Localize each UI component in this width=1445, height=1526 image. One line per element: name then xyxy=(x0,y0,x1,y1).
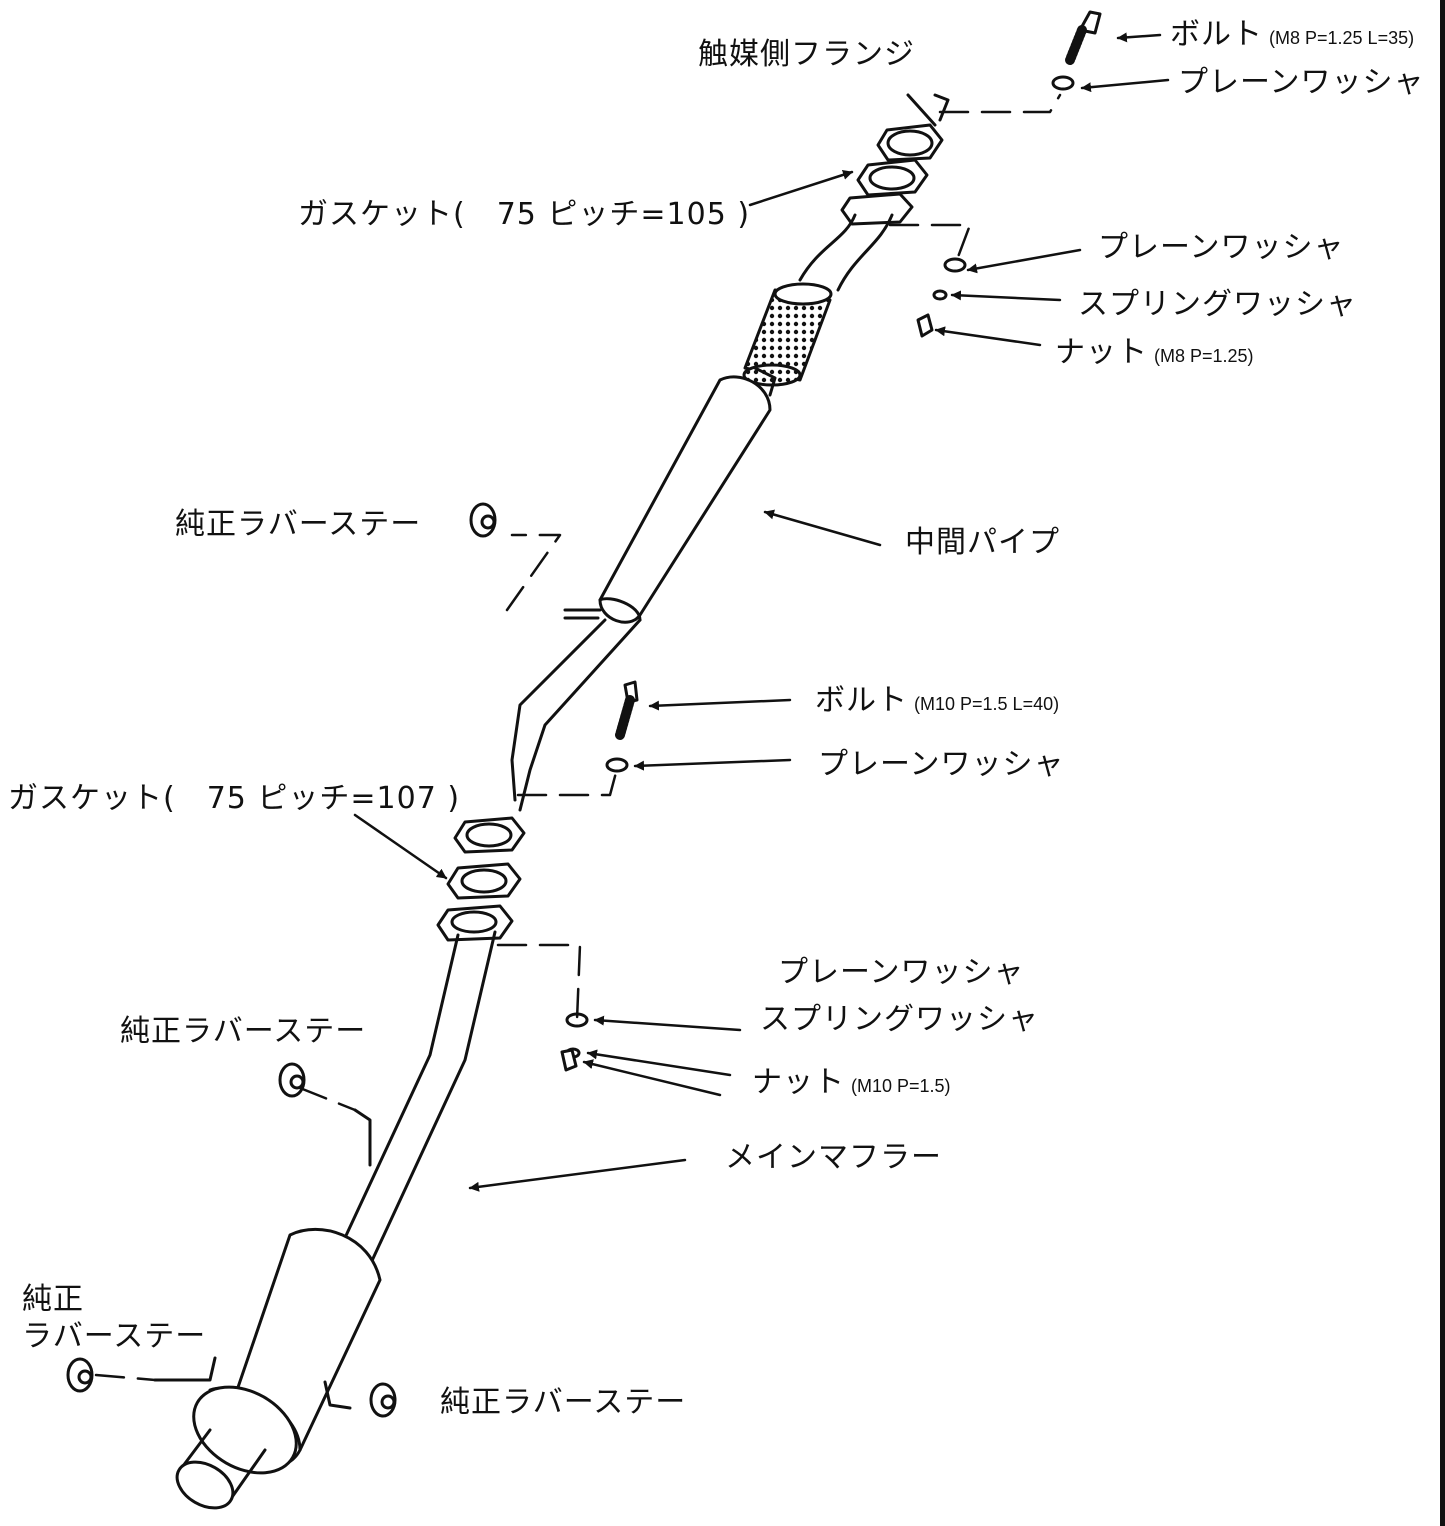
catalyst-flange xyxy=(876,93,950,162)
nut-low-spec: (M10 P=1.5) xyxy=(851,1076,951,1096)
label-bolt-top: ボルト (M8 P=1.25 L=35) xyxy=(1170,20,1414,50)
label-rubber-stay-3b: ラバーステー xyxy=(22,1319,207,1354)
rubber-stay-4 xyxy=(369,1382,397,1418)
label-rubber-stay-4: 純正ラバーステー xyxy=(440,1385,687,1420)
fasteners xyxy=(560,10,1102,1072)
label-nut-low: ナット (M10 P=1.5) xyxy=(752,1068,951,1098)
main-muffler xyxy=(153,930,497,1510)
nut-top-spec: (M8 P=1.25) xyxy=(1154,346,1254,366)
leader-lines xyxy=(353,32,1170,1192)
nut-low-text: ナット xyxy=(752,1065,845,1100)
bolt-mid-spec: (M10 P=1.5 L=40) xyxy=(914,694,1060,714)
label-bolt-mid: ボルト (M10 P=1.5 L=40) xyxy=(815,686,1059,716)
label-rubber-stay-1: 純正ラバーステー xyxy=(175,507,422,542)
label-gasket-top: ガスケット( 75 ピッチ=105 ) xyxy=(298,197,751,232)
bolt-mid-text: ボルト xyxy=(815,683,908,718)
rubber-stay-3 xyxy=(66,1357,94,1393)
label-cat-flange: 触媒側フランジ xyxy=(698,37,915,72)
label-washer-low: プレーンワッシャ xyxy=(778,955,1025,990)
assembly-guides xyxy=(94,93,1062,1382)
label-nut-top: ナット (M8 P=1.25) xyxy=(1055,338,1254,368)
mid-flange xyxy=(436,816,526,942)
mid-pipe xyxy=(510,366,777,812)
label-washer-mid1: プレーンワッシャ xyxy=(1098,230,1345,265)
label-rubber-stay-2: 純正ラバーステー xyxy=(120,1014,367,1049)
label-washer-top: プレーンワッシャ xyxy=(1178,65,1425,100)
label-main-muffler: メインマフラー xyxy=(725,1140,942,1175)
bolt-top-spec: (M8 P=1.25 L=35) xyxy=(1269,28,1415,48)
rubber-stay-1 xyxy=(469,502,497,538)
nut-top-text: ナット xyxy=(1055,335,1148,370)
frame-right-border xyxy=(1440,0,1445,1526)
label-spring-washer2: スプリングワッシャ xyxy=(760,1002,1039,1037)
label-gasket-mid: ガスケット( 75 ピッチ=107 ) xyxy=(8,781,461,816)
label-spring-washer1: スプリングワッシャ xyxy=(1078,287,1357,322)
gasket-top xyxy=(856,158,929,197)
label-washer-mid2: プレーンワッシャ xyxy=(818,747,1065,782)
label-rubber-stay-3a: 純正 xyxy=(22,1282,84,1317)
label-mid-pipe: 中間パイプ xyxy=(905,525,1060,560)
bolt-top-text: ボルト xyxy=(1170,17,1263,52)
front-pipe xyxy=(798,192,914,292)
rubber-stay-2 xyxy=(278,1062,306,1098)
